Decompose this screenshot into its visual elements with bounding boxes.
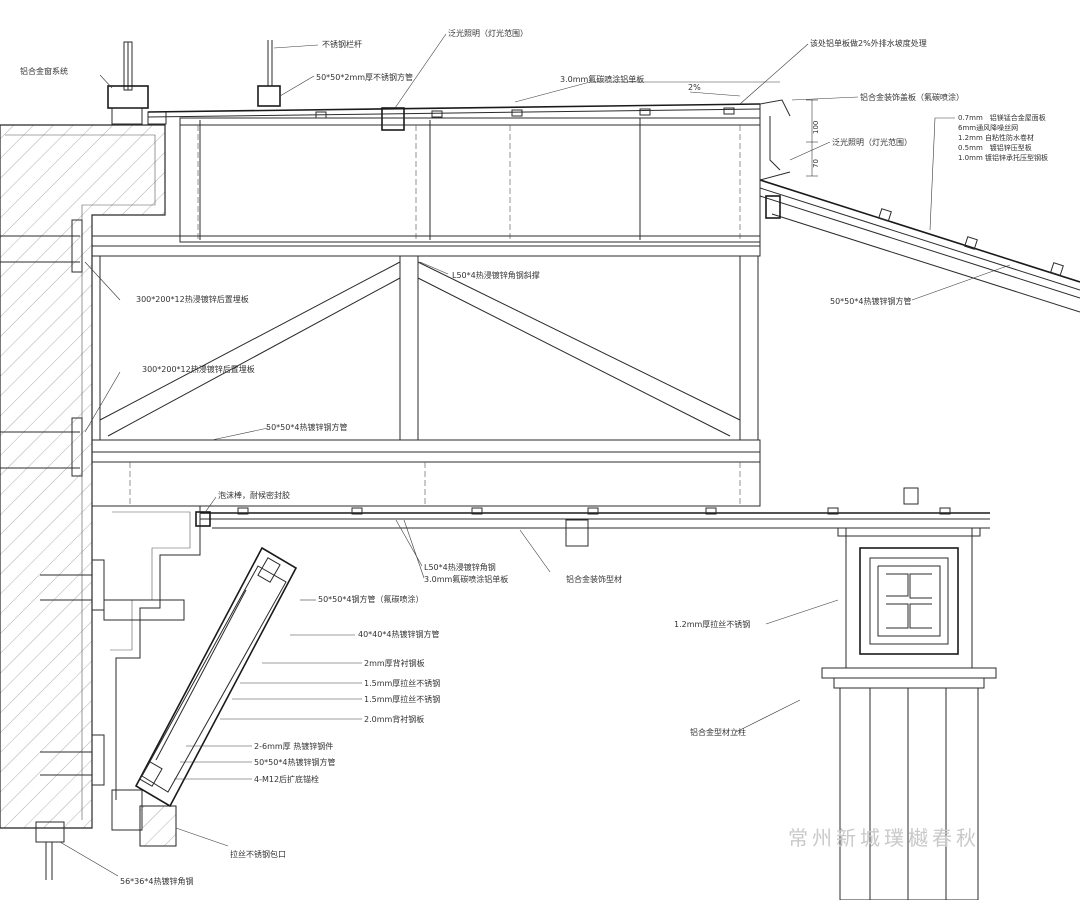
label-dim-100: 100 <box>812 121 820 134</box>
label-clip-26: 2-6mm厚 热镀锌钢件 <box>254 741 333 751</box>
label-tube-slope: 50*50*4热镀锌钢方管 <box>830 296 911 306</box>
label-slope-note: 该处铝单板做2%外排水坡度处理 <box>810 38 927 48</box>
label-roof-layer-5: 1.0mm 镀铝锌承托压型钢板 <box>958 153 1048 162</box>
label-sheet-2mm: 2mm厚背衬钢板 <box>364 658 425 668</box>
label-stainless-15a: 1.5mm厚拉丝不锈钢 <box>364 678 440 688</box>
wall-anchors <box>0 219 105 786</box>
lower-facade <box>35 505 298 880</box>
fret-pattern <box>877 565 941 637</box>
label-tube-mid: 50*50*4热镀锌钢方管 <box>266 422 347 432</box>
label-stainless-15b: 1.5mm厚拉丝不锈钢 <box>364 694 440 704</box>
label-embed-1: 300*200*12热浸镀锌后置埋板 <box>136 294 249 304</box>
label-floodlight-side: 泛光照明（灯光范围） <box>832 137 912 147</box>
soffit <box>195 507 990 547</box>
label-alu-profile: 铝合金装饰型材 <box>566 574 622 584</box>
label-embed-2: 300*200*12热浸镀锌后置埋板 <box>142 364 255 374</box>
label-stainless-tube: 50*50*2mm厚不锈钢方管 <box>316 72 413 82</box>
decorative-column <box>821 527 997 900</box>
curtain-wall-window <box>107 41 167 125</box>
label-stainless-wrap: 拉丝不锈钢包口 <box>230 849 286 859</box>
label-angle-lower: L50*4热浸镀锌角钢 <box>424 562 496 572</box>
concrete-wall <box>0 124 166 829</box>
steel-frame <box>91 117 919 507</box>
label-anchor: 4-M12后扩底锚栓 <box>254 774 319 784</box>
sloped-roof <box>759 104 1080 313</box>
parapet-cap <box>147 40 791 131</box>
brand-watermark: 常州新城璞樾春秋 <box>788 826 980 850</box>
label-alu-panel-main: 3.0mm氟碳喷涂铝单板 <box>560 74 644 84</box>
label-roof-layer-2: 6mm通风降噪丝网 <box>958 123 1018 132</box>
label-tube-fluoro: 50*50*4钢方管（氟碳喷涂） <box>318 594 423 604</box>
label-alu-panel-lower: 3.0mm氟碳喷涂铝单板 <box>424 574 508 584</box>
label-foam-seal: 泡沫棒，耐候密封胶 <box>218 490 290 500</box>
label-tube-5050: 50*50*4热镀锌钢方管 <box>254 757 335 767</box>
label-sheet-20: 2.0mm背衬钢板 <box>364 714 424 724</box>
label-alu-post: 铝合金型材立柱 <box>690 727 746 737</box>
annotation-labels: 铝合金窗系统 不锈钢栏杆 50*50*2mm厚不锈钢方管 泛光照明（灯光范围） … <box>20 28 1048 886</box>
label-roof-layer-4: 0.5mm 镀铝锌压型板 <box>958 143 1032 152</box>
label-roof-layer-3: 1.2mm 自粘性防水卷材 <box>958 133 1034 142</box>
label-stainless-rail: 不锈钢栏杆 <box>322 39 362 49</box>
label-brace: L50*4热浸镀锌角钢斜撑 <box>452 270 540 280</box>
label-floodlight-top: 泛光照明（灯光范围） <box>448 28 528 38</box>
label-slope-pct: 2% <box>688 83 701 92</box>
label-curtain-wall: 铝合金窗系统 <box>20 66 68 76</box>
label-dim-70: 70 <box>812 159 820 168</box>
label-alu-cover: 铝合金装饰盖板（氟碳喷涂） <box>860 92 964 102</box>
label-tube-40: 40*40*4热镀锌钢方管 <box>358 629 439 639</box>
label-roof-layer-1: 0.7mm 铝镁锰合金屋面板 <box>958 113 1046 122</box>
leader-lines <box>59 33 1011 877</box>
label-stainless-12: 1.2mm厚拉丝不锈钢 <box>674 619 750 629</box>
label-angle-56: 56*36*4热镀锌角钢 <box>120 876 193 886</box>
